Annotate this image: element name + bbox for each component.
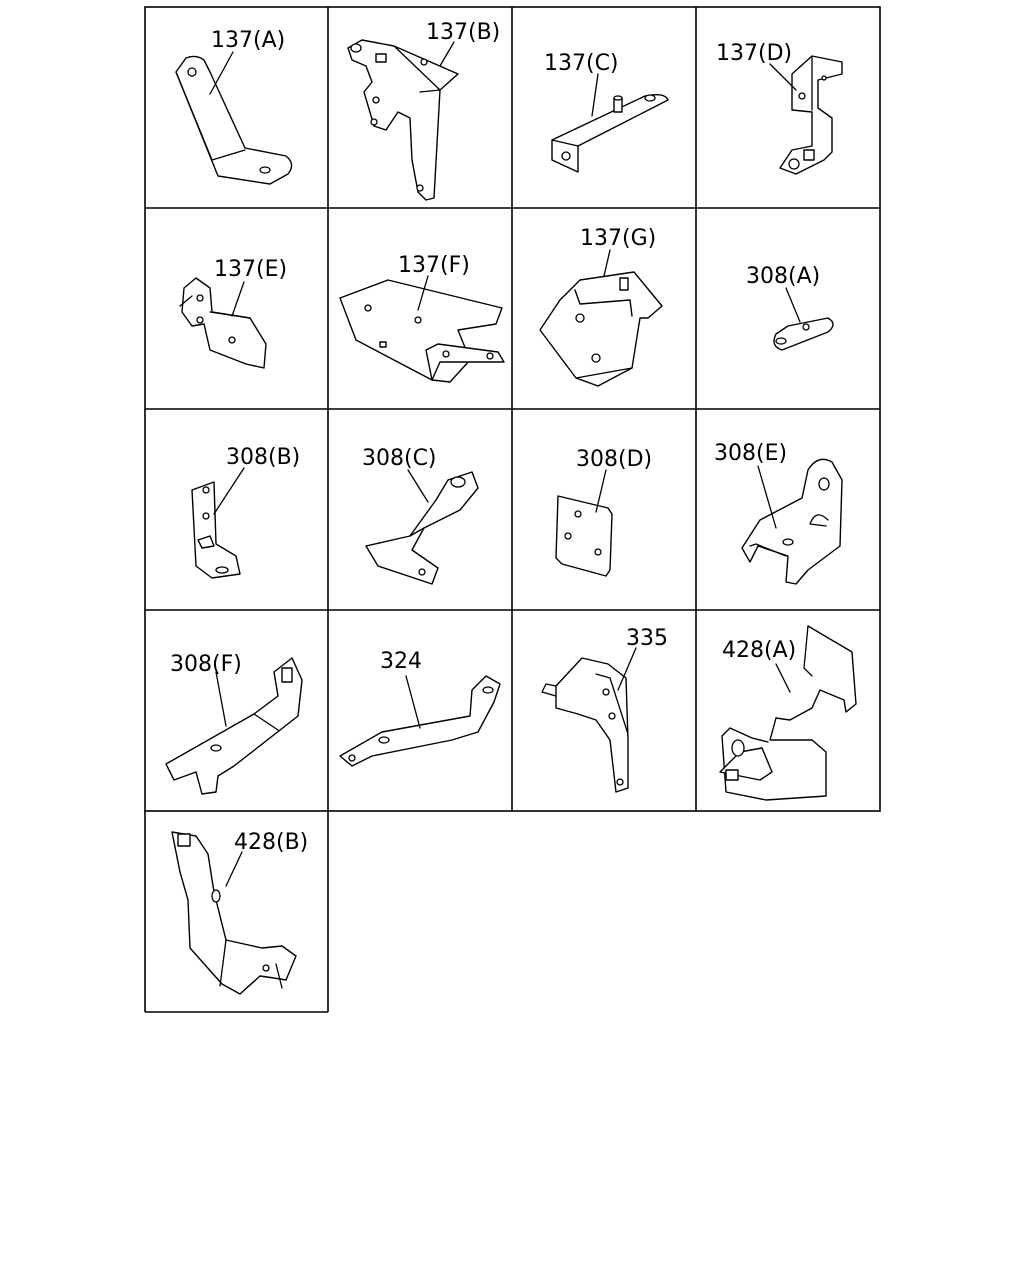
leader-137f [417,275,429,311]
bracket-308b-drawing [191,481,241,579]
part-cell-308f: 308(F) [165,652,303,795]
bracket-137g-drawing [539,271,663,387]
part-cell-324: 324 [339,649,501,767]
bracket-137b-drawing [347,39,459,201]
bracket-137d-drawing [779,55,843,175]
bracket-308d-drawing [555,495,613,577]
part-cell-137g: 137(G) [539,226,663,387]
label-324: 324 [380,649,422,674]
part-cell-308c: 308(C) [362,446,479,585]
bracket-428a-drawing [719,625,857,801]
part-cell-137d: 137(D) [716,41,843,175]
label-335: 335 [626,626,668,651]
bracket-324-drawing [339,675,501,767]
bracket-308f-drawing [165,657,303,795]
part-cell-137c: 137(C) [544,51,669,173]
leader-335 [617,647,637,691]
part-cell-308e: 308(E) [714,441,843,585]
label-137a: 137(A) [211,28,285,53]
leader-428b [225,851,243,887]
leader-324 [405,675,421,729]
part-cell-428b: 428(B) [171,830,308,995]
label-137f: 137(F) [398,253,470,278]
leader-308f [215,671,227,727]
leader-137b [439,41,455,67]
leader-308a [785,287,801,323]
label-137g: 137(G) [580,226,656,251]
leader-308e [757,465,777,529]
part-cell-335: 335 [541,626,668,793]
label-308b: 308(B) [226,445,300,470]
leader-137a [209,51,234,95]
leader-137g [603,249,611,277]
bracket-308e-drawing [741,458,843,585]
label-308f: 308(F) [170,652,242,677]
label-137c: 137(C) [544,51,619,76]
leader-308b [213,467,245,515]
bracket-137e-drawing [179,277,267,369]
part-cell-308d: 308(D) [555,447,652,577]
label-308a: 308(A) [746,264,820,289]
part-cell-137a: 137(A) [175,28,293,185]
parts-grid [144,6,881,1013]
part-cell-308b: 308(B) [191,445,300,579]
label-428a: 428(A) [722,638,796,663]
label-137e: 137(E) [214,257,287,282]
bracket-308a-drawing [773,317,834,351]
leader-428a [775,663,791,693]
part-cell-428a: 428(A) [719,625,857,801]
part-cell-137f: 137(F) [339,253,505,383]
part-cell-137b: 137(B) [347,20,500,201]
leader-308c [407,469,429,503]
label-308d: 308(D) [576,447,652,472]
leader-137e [231,281,245,317]
bracket-137c-drawing [551,93,669,173]
label-308e: 308(E) [714,441,787,466]
bracket-308c-drawing [365,471,479,585]
leader-308d [595,469,607,513]
bracket-335-drawing [541,657,629,793]
bracket-137f-drawing [339,279,505,383]
leader-137d [769,63,797,91]
label-308c: 308(C) [362,446,437,471]
bracket-428b-drawing [171,831,297,995]
label-137b: 137(B) [426,20,500,45]
part-cell-308a: 308(A) [746,264,834,351]
leader-137c [591,73,599,117]
bracket-137a-drawing [175,55,293,185]
label-428b: 428(B) [234,830,308,855]
label-137d: 137(D) [716,41,792,66]
part-cell-137e: 137(E) [179,257,287,369]
